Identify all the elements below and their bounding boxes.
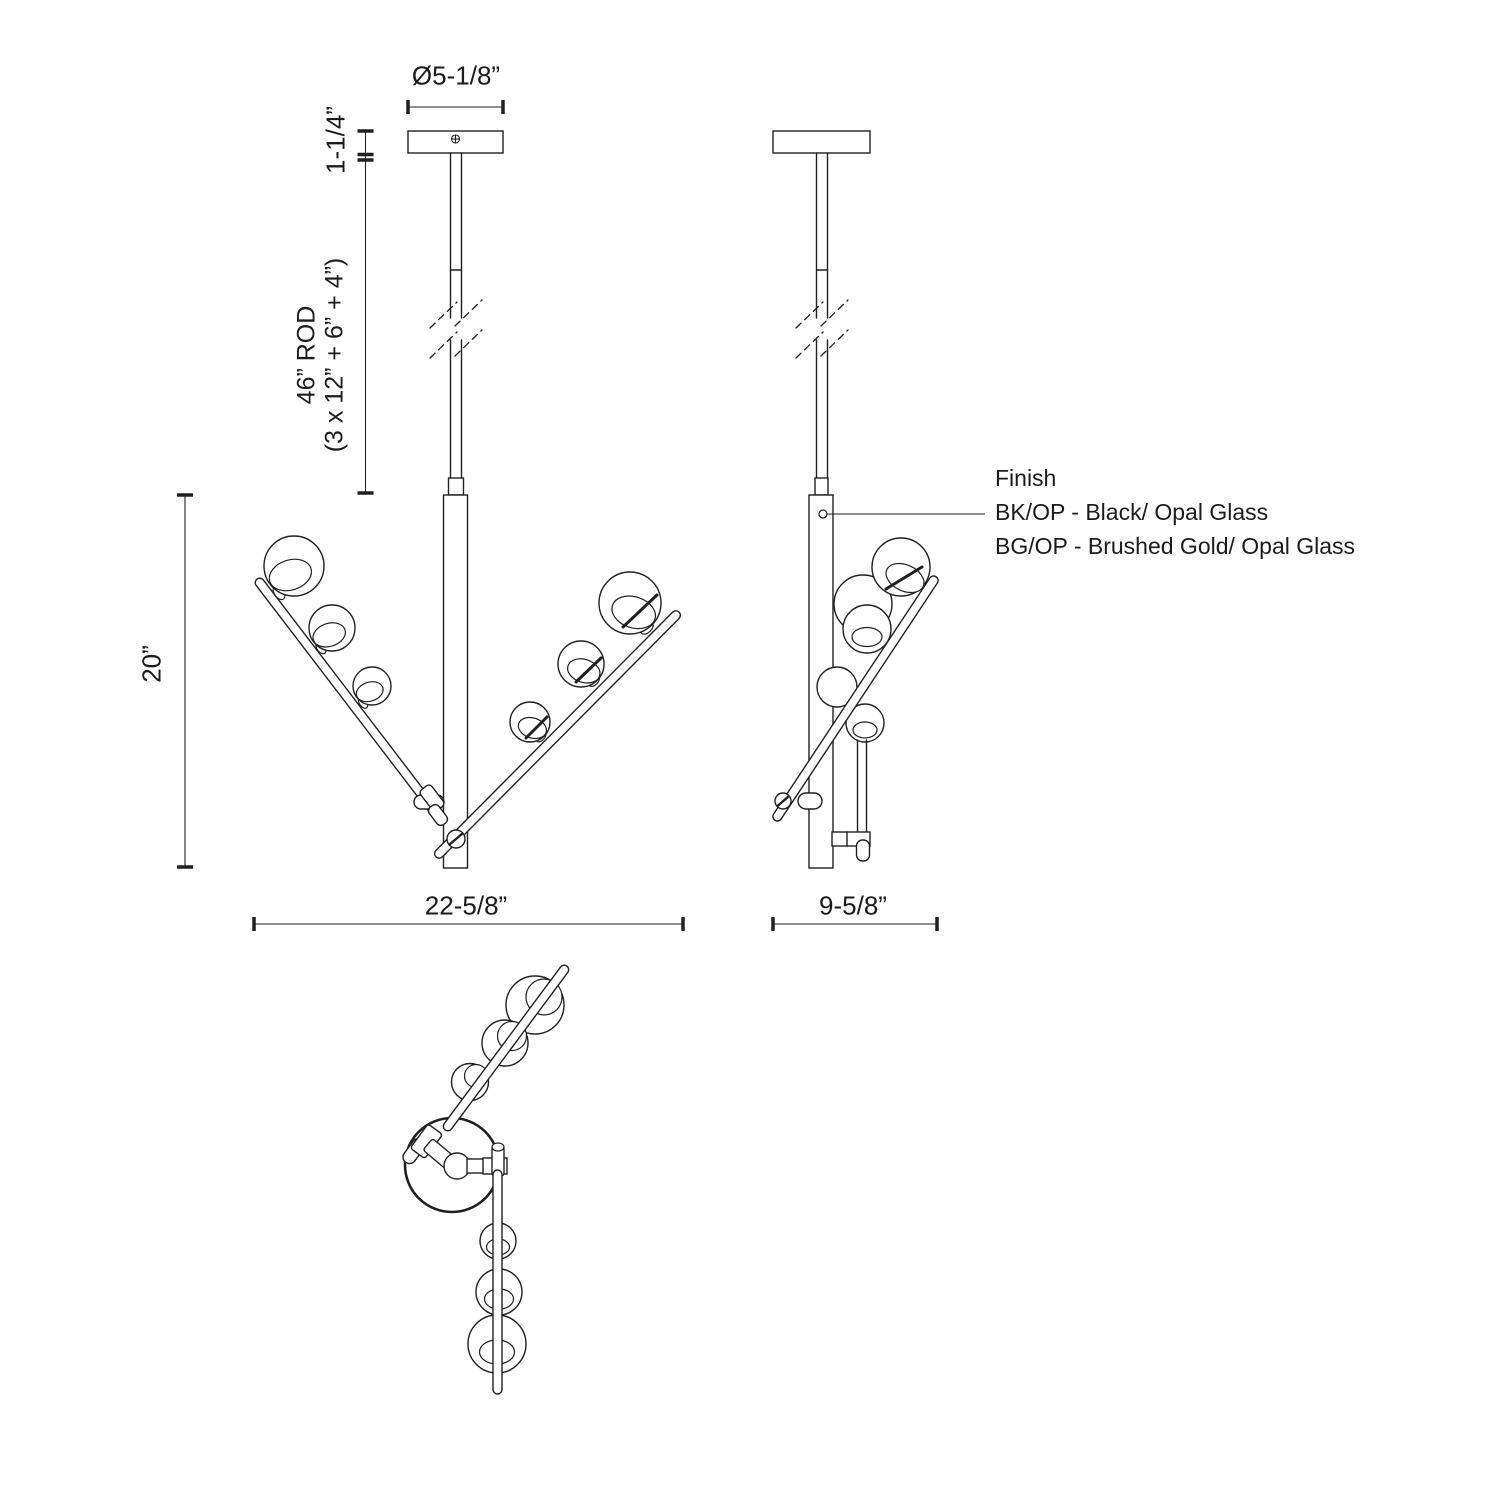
- pivot-hub-side: [797, 792, 823, 810]
- pivot-screw-icon: [774, 792, 792, 810]
- break-mark: [429, 301, 458, 329]
- plan-arm-rod-lower: [492, 1169, 503, 1395]
- pivot-joint-front: [413, 784, 449, 827]
- plan-arm-rod-upper: [442, 964, 570, 1132]
- rod-connector-side: [814, 477, 829, 496]
- plan-view: [402, 964, 570, 1395]
- fixture-height-label: 20”: [136, 645, 167, 683]
- finish-leader-dot: [818, 509, 828, 519]
- finish-option-gold: BG/OP - Brushed Gold/ Opal Glass: [995, 533, 1356, 559]
- left-arm-globes: [263, 535, 392, 709]
- finish-heading: Finish: [995, 465, 1057, 491]
- break-mark: [429, 331, 458, 359]
- side-lower-hardware: [831, 739, 871, 862]
- fixture-width-label: 22-5/8”: [424, 890, 508, 921]
- hang-rod-front: [429, 152, 483, 479]
- rod-connector-front: [447, 477, 465, 496]
- canopy-side: [772, 130, 871, 154]
- break-mark: [454, 329, 483, 357]
- right-arm-globes: [509, 571, 662, 743]
- right-arm-rod: [433, 610, 682, 859]
- fixture-depth-label: 9-5/8”: [819, 890, 887, 921]
- side-view: [772, 130, 985, 869]
- rod-length-label: 46” ROD (3 x 12” + 6” + 4”): [292, 257, 349, 453]
- break-mark: [820, 299, 849, 327]
- plan-joint: [402, 1124, 508, 1180]
- rod-length-line2: (3 x 12” + 6” + 4”): [320, 257, 348, 453]
- dimension-lines: [177, 100, 939, 931]
- break-mark: [820, 329, 849, 357]
- rod-length-line1: 46” ROD: [292, 305, 321, 405]
- finish-note: Finish BK/OP - Black/ Opal Glass BG/OP -…: [995, 461, 1355, 563]
- canopy-height-label: 1-1/4”: [320, 106, 351, 174]
- side-globes: [816, 574, 893, 743]
- break-mark: [795, 301, 824, 329]
- side-arm-rod: [772, 575, 939, 822]
- break-mark: [454, 299, 483, 327]
- stem-screw-icon: [446, 829, 466, 849]
- hang-rod-side: [795, 152, 849, 479]
- ball-joint: [443, 1152, 471, 1180]
- front-view: [254, 130, 682, 869]
- finish-option-black: BK/OP - Black/ Opal Glass: [995, 499, 1269, 525]
- canopy-diameter-label: Ø5-1/8”: [411, 60, 501, 91]
- break-mark: [795, 331, 824, 359]
- center-stem-front: [442, 494, 469, 869]
